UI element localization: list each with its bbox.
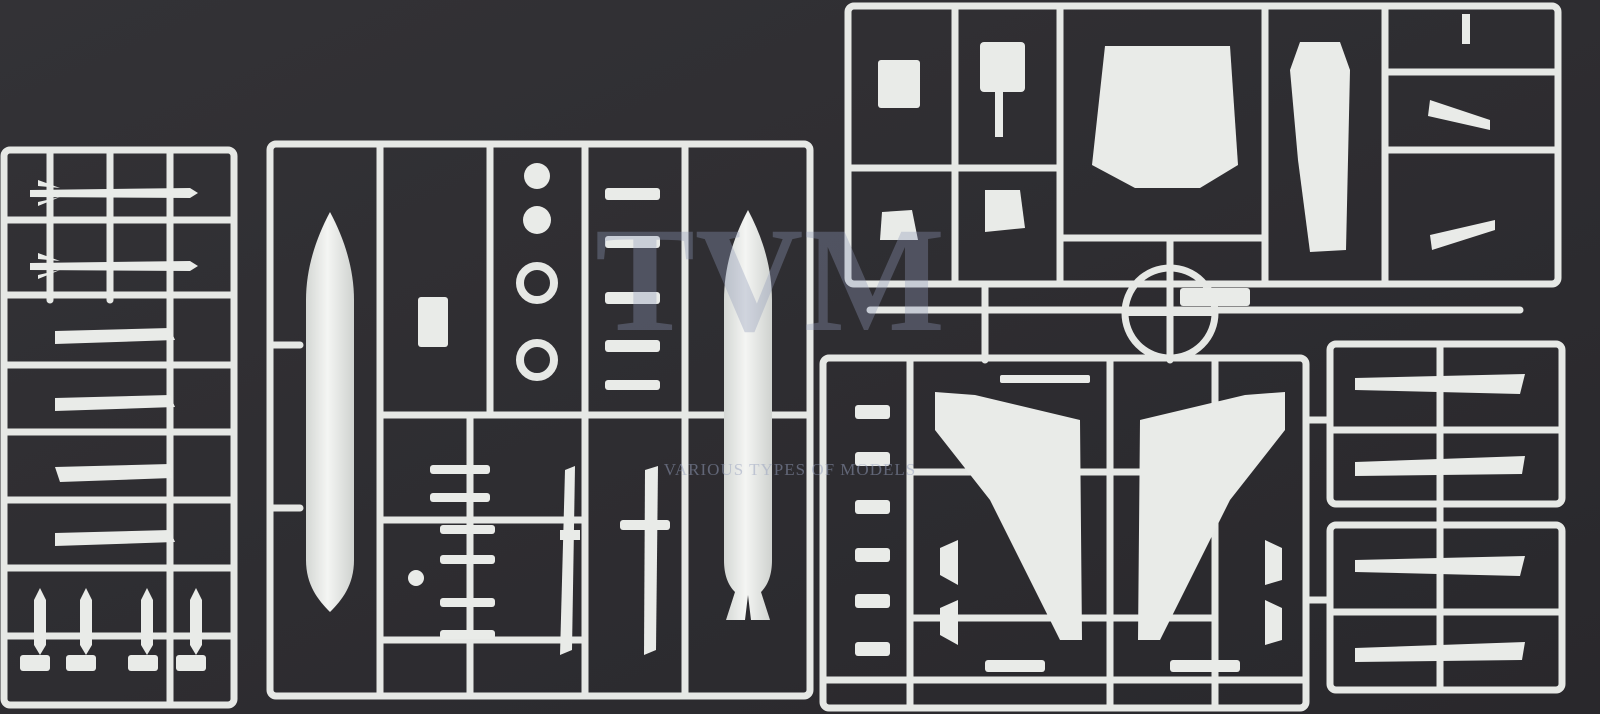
watermark-monogram: TVM bbox=[595, 197, 945, 363]
pylon-parts bbox=[55, 328, 175, 546]
missile-parts bbox=[30, 180, 198, 279]
watermark-logo: TVM bbox=[595, 197, 945, 363]
sprue-middle bbox=[266, 140, 814, 700]
watermark-text: VARIOUS TYPES OF MODELS bbox=[663, 460, 917, 479]
small-bomb-parts bbox=[20, 588, 206, 671]
drop-tank-parts bbox=[306, 210, 772, 620]
wheel-parts bbox=[516, 262, 558, 381]
sprue-flaps bbox=[1326, 340, 1566, 694]
wing-right bbox=[1138, 392, 1285, 640]
sprue-left bbox=[0, 146, 238, 709]
sprue-wings bbox=[819, 354, 1334, 712]
wing-left bbox=[935, 392, 1082, 640]
fuselage-panel bbox=[1092, 46, 1238, 188]
sprue-top-right bbox=[844, 2, 1562, 364]
